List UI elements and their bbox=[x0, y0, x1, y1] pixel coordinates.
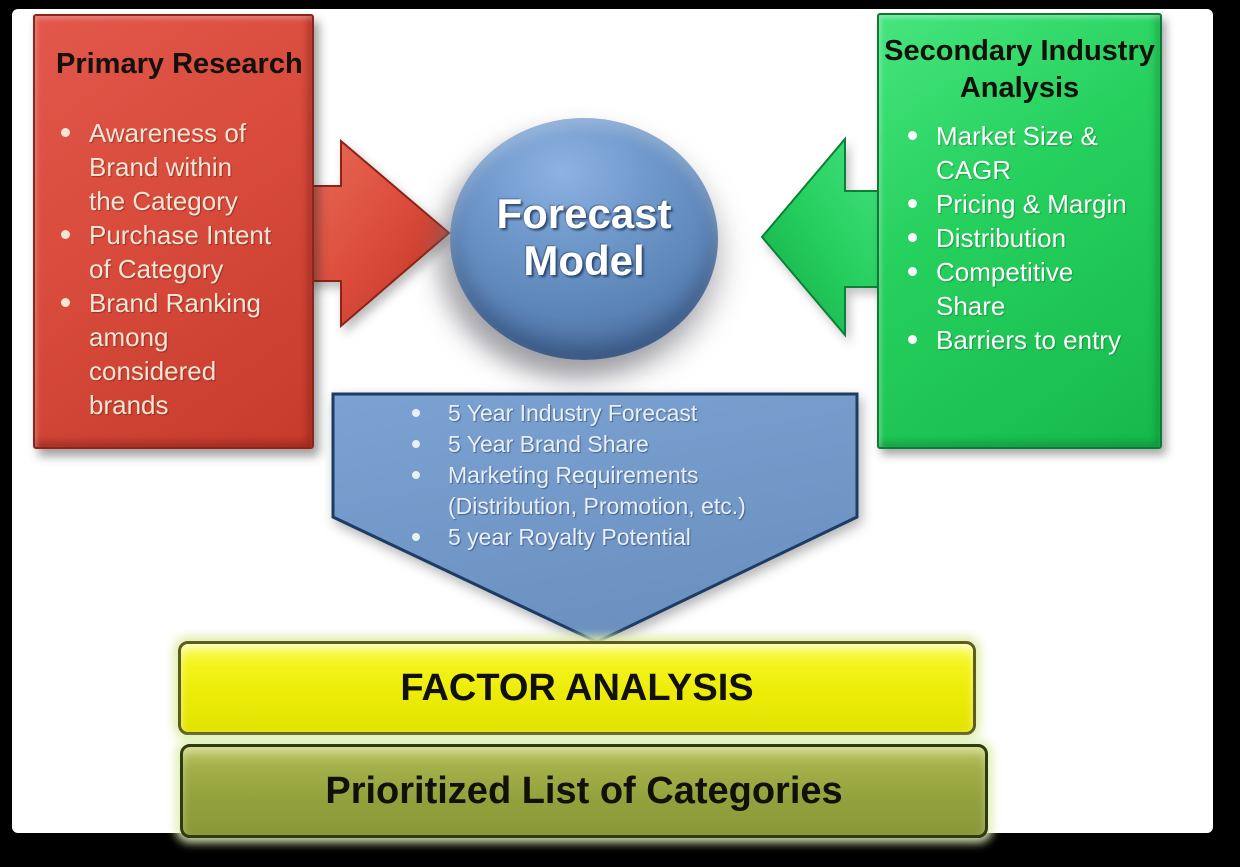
primary-to-model-arrow-icon bbox=[305, 138, 451, 329]
bullet-item: Awareness of Brand within the Category bbox=[54, 116, 306, 218]
secondary-industry-title: Secondary Industry Analysis bbox=[884, 35, 1155, 104]
factor-analysis-label: FACTOR ANALYSIS bbox=[400, 666, 754, 709]
primary-research-box: Primary Research Awareness of Brand with… bbox=[33, 14, 314, 449]
bullet-item: 5 Year Brand Share bbox=[404, 429, 844, 460]
bullet-item: Barriers to entry bbox=[901, 323, 1156, 357]
primary-research-title: Primary Research bbox=[56, 48, 303, 80]
forecast-model-node: Forecast Model bbox=[450, 118, 718, 360]
bullet-item: Pricing & Margin bbox=[901, 187, 1156, 221]
bullet-item: Brand Ranking among considered brands bbox=[54, 286, 306, 422]
bullet-item: Competitive Share bbox=[901, 255, 1156, 323]
bullet-item: 5 year Royalty Potential bbox=[404, 522, 844, 553]
bullet-item: Purchase Intent of Category bbox=[54, 218, 306, 286]
prioritized-list-box: Prioritized List of Categories bbox=[180, 744, 988, 838]
slide-canvas: Primary Research Awareness of Brand with… bbox=[12, 9, 1213, 838]
bullet-item: Distribution bbox=[901, 221, 1156, 255]
bullet-item: Marketing Requirements (Distribution, Pr… bbox=[404, 460, 844, 522]
bullet-item: 5 Year Industry Forecast bbox=[404, 398, 844, 429]
model-outputs-arrow-shape bbox=[331, 392, 859, 644]
secondary-industry-box: Secondary Industry Analysis Market Size … bbox=[877, 13, 1162, 449]
forecast-model-label: Forecast Model bbox=[496, 190, 672, 284]
secondary-to-model-arrow-icon bbox=[760, 136, 897, 338]
bullet-item: Market Size & CAGR bbox=[901, 119, 1156, 187]
factor-analysis-box: FACTOR ANALYSIS bbox=[178, 641, 976, 735]
prioritized-list-label: Prioritized List of Categories bbox=[325, 769, 843, 812]
